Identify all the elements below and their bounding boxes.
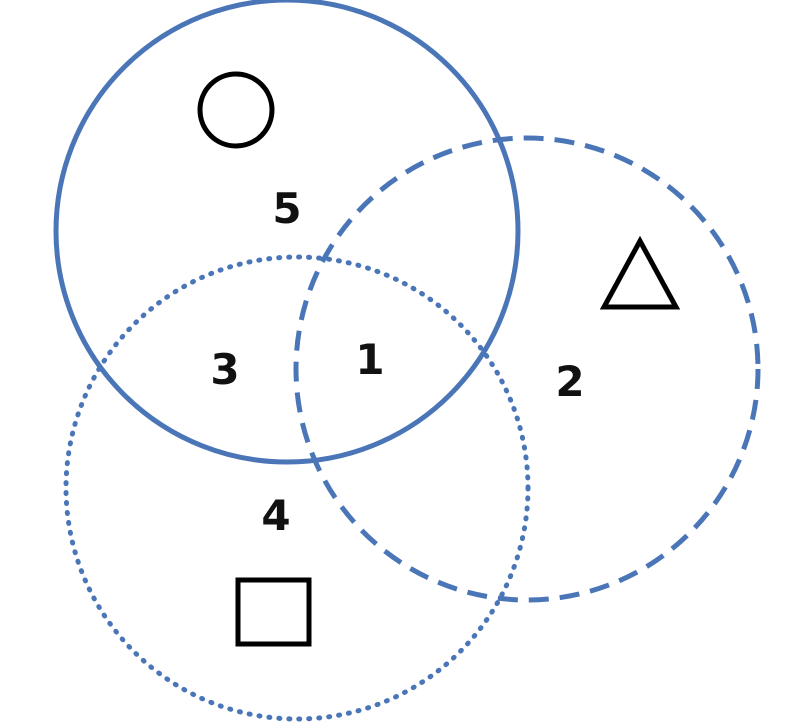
square-symbol-icon [235, 577, 312, 647]
solid-set-circle [53, 0, 521, 465]
region-label-2: 2 [555, 357, 584, 406]
region-label-1: 1 [355, 335, 384, 384]
region-label-4: 4 [261, 491, 290, 540]
circle-symbol-icon [197, 71, 275, 149]
dashed-set-circle [293, 135, 761, 603]
dotted-set-circle [63, 254, 531, 722]
region-label-5: 5 [272, 184, 301, 233]
region-label-3: 3 [210, 345, 239, 394]
triangle-symbol-icon [599, 235, 681, 310]
